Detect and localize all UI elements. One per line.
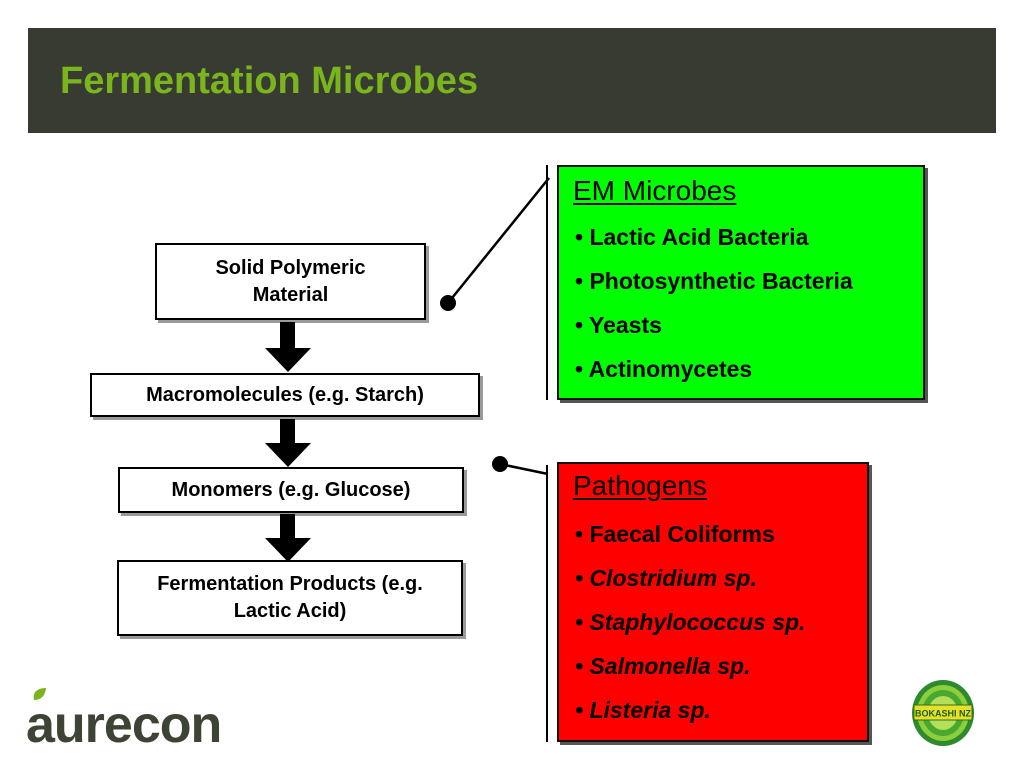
list-item: • Faecal Coliforms xyxy=(575,521,775,547)
list-item: • Photosynthetic Bacteria xyxy=(575,268,853,294)
list-item: • Actinomycetes xyxy=(575,356,753,382)
flow-step-macromolecules: Macromolecules (e.g. Starch) xyxy=(90,373,480,417)
flow-step-fermentation-products: Fermentation Products (e.g. Lactic Acid) xyxy=(117,560,463,636)
list-item: • Yeasts xyxy=(575,312,662,338)
list-item: • Listeria sp. xyxy=(575,697,711,723)
flow-step-monomers: Monomers (e.g. Glucose) xyxy=(118,467,464,513)
list-item: • Salmonella sp. xyxy=(575,653,751,679)
em-connector-dot xyxy=(440,295,456,311)
pathogens-heading: Pathogens xyxy=(573,470,707,501)
list-item: • Clostridium sp. xyxy=(575,565,757,591)
title-bar: Fermentation Microbes xyxy=(28,28,996,133)
down-arrow-icon xyxy=(265,419,311,467)
aurecon-logo: aurecon xyxy=(26,688,222,748)
flow-step-label: Macromolecules (e.g. Starch) xyxy=(146,383,424,406)
down-arrow-icon xyxy=(265,322,311,372)
flow-step-solid-polymeric-material: Solid Polymeric Material xyxy=(155,243,426,320)
bokashi-wordmark: BOKASHI NZ xyxy=(915,709,972,719)
flow-step-label: Fermentation Products (e.g. Lactic Acid) xyxy=(157,573,423,622)
em-connector-line xyxy=(447,177,550,304)
em-microbes-box: EM Microbes • Lactic Acid Bacteria • Pho… xyxy=(557,165,925,400)
list-item: • Staphylococcus sp. xyxy=(575,609,806,635)
pathogen-connector-line xyxy=(499,462,549,476)
down-arrow-icon xyxy=(265,514,311,562)
pathogens-box: Pathogens • Faecal Coliforms • Clostridi… xyxy=(557,462,869,742)
aurecon-wordmark: aurecon xyxy=(26,696,221,748)
em-microbes-heading: EM Microbes xyxy=(573,175,737,206)
flow-step-label: Monomers (e.g. Glucose) xyxy=(171,478,411,501)
list-item: • Lactic Acid Bacteria xyxy=(575,224,809,250)
flow-step-label: Solid Polymeric Material xyxy=(215,256,366,306)
aurecon-leaf-icon xyxy=(33,688,46,700)
bokashi-logo: BOKASHI NZ xyxy=(912,680,974,746)
pathogen-connector-dot xyxy=(492,456,508,472)
slide-title: Fermentation Microbes xyxy=(60,60,479,102)
